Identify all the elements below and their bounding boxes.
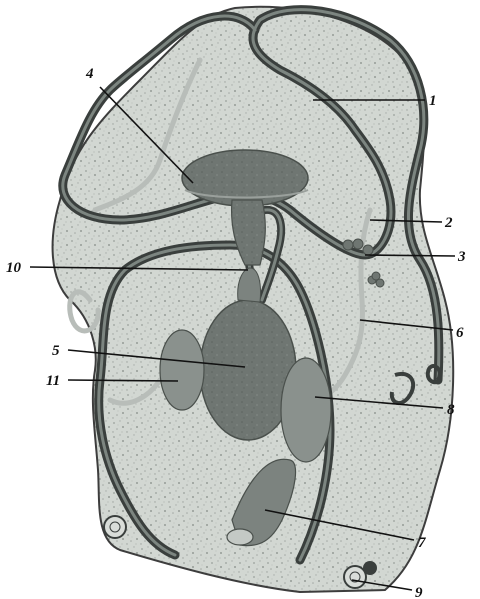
lower-left-pore <box>104 516 126 538</box>
label-1: 1 <box>429 93 437 109</box>
right-organ <box>281 358 331 462</box>
label-2: 2 <box>444 215 453 231</box>
label-6: 6 <box>456 325 464 341</box>
label-9: 9 <box>415 585 423 599</box>
label-5: 5 <box>52 343 60 359</box>
tube-opening <box>227 529 253 545</box>
left-organ <box>160 330 204 410</box>
label-4: 4 <box>85 66 94 82</box>
label-7: 7 <box>418 535 426 551</box>
label-8: 8 <box>447 402 455 418</box>
label-3: 3 <box>457 249 466 265</box>
label-10: 10 <box>6 260 22 276</box>
label-11: 11 <box>46 373 60 389</box>
